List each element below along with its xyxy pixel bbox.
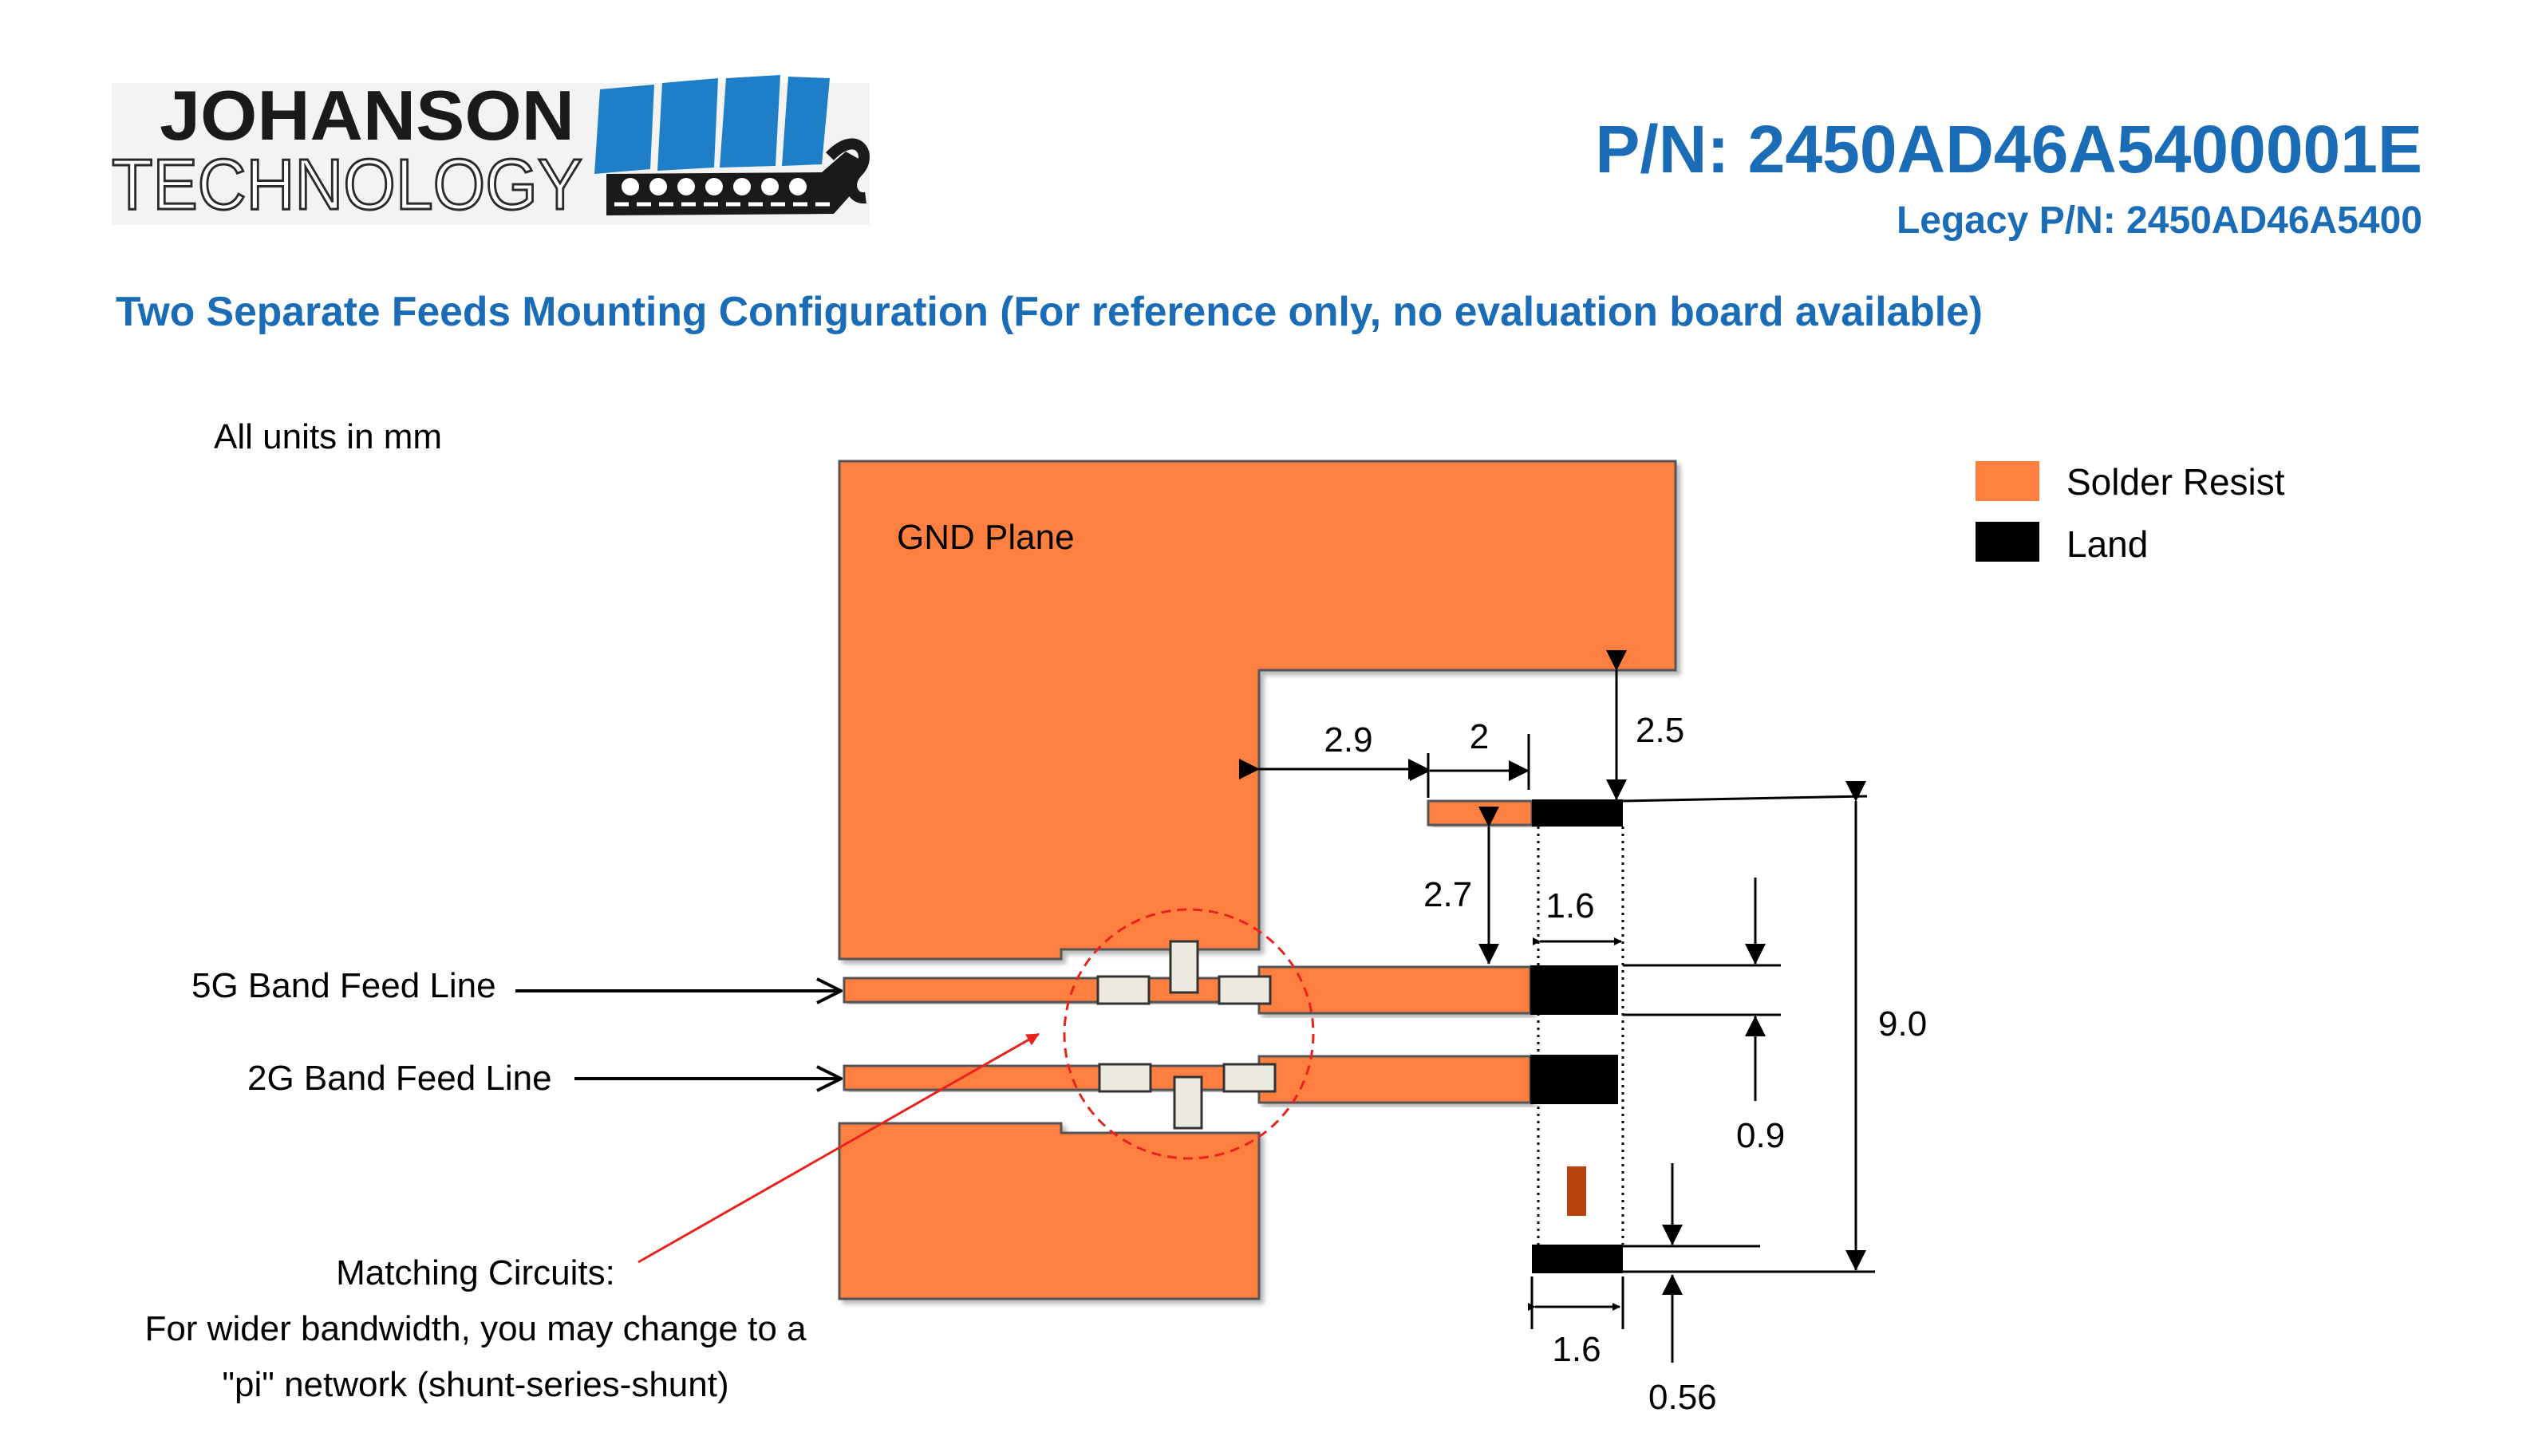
dimension-1-6-bottom-label: 1.6	[1552, 1330, 1601, 1369]
page-title: Two Separate Feeds Mounting Configuratio…	[116, 289, 1983, 335]
logo-line-1: JOHANSON	[160, 76, 574, 155]
dimension-2-label: 2	[1470, 717, 1489, 756]
matching-components-5g	[1096, 940, 1272, 1005]
dimension-0-9-label: 0.9	[1736, 1116, 1785, 1155]
land-5g	[1530, 965, 1618, 1015]
legend: Solder Resist Land	[1976, 461, 2285, 565]
feed-5g-label: 5G Band Feed Line	[191, 966, 496, 1005]
dimension-1-6-top: 1.6	[1533, 886, 1622, 945]
dimension-1-6-bottom: 1.6	[1528, 1276, 1624, 1369]
gnd-plane-lower	[838, 1122, 1261, 1300]
component-5g-series-left	[1096, 975, 1151, 1005]
top-strip-solder-resist	[1427, 799, 1534, 827]
feed-line-5g-right	[1257, 965, 1532, 1015]
feed-line-2g-right	[1257, 1055, 1532, 1104]
feed-2g-label: 2G Band Feed Line	[247, 1059, 552, 1098]
component-5g-series-right	[1218, 975, 1272, 1005]
matching-circuit-circle	[1063, 908, 1315, 1160]
gnd-plane-label: GND Plane	[897, 518, 1075, 557]
legacy-part-number: Legacy P/N: 2450AD46A5400	[1897, 199, 2422, 242]
dimension-9-0: 9.0	[1622, 781, 1927, 1273]
units-note: All units in mm	[214, 417, 442, 456]
dimension-0-56-label: 0.56	[1648, 1378, 1717, 1417]
viking-ship-icon	[594, 75, 870, 215]
dimension-2-7-label: 2.7	[1423, 875, 1472, 914]
legend-swatch-land	[1976, 522, 2039, 562]
matching-note-line-3: "pi" network (shunt-series-shunt)	[222, 1365, 728, 1404]
gnd-plane-upper	[838, 460, 1677, 961]
legend-label-land: Land	[2066, 523, 2148, 565]
component-5g-shunt	[1169, 940, 1199, 994]
legend-swatch-solder-resist	[1976, 461, 2039, 501]
dimension-1-6-top-label: 1.6	[1545, 886, 1594, 925]
dimension-2-9: 2.9	[1239, 720, 1430, 798]
part-number: P/N: 2450AD46A5400001E	[1595, 112, 2422, 187]
matching-note-line-1: Matching Circuits:	[336, 1253, 615, 1292]
dimension-2-7: 2.7	[1423, 807, 1499, 965]
matching-pointer-arrow	[637, 1032, 1040, 1264]
logo-line-2: TECHNOLOGY	[112, 145, 582, 225]
land-2g	[1530, 1055, 1618, 1104]
component-2g-series-left	[1098, 1063, 1152, 1093]
matching-components-2g	[1098, 1063, 1277, 1130]
dimension-2: 2	[1410, 717, 1530, 790]
dimension-2-5-label: 2.5	[1636, 711, 1684, 750]
matching-note-line-2: For wider bandwidth, you may change to a	[144, 1309, 807, 1348]
dimension-2-9-label: 2.9	[1324, 720, 1372, 760]
dimension-9-0-label: 9.0	[1878, 1004, 1927, 1044]
component-2g-series-right	[1222, 1063, 1277, 1093]
johanson-logo: JOHANSON TECHNOLOGY	[111, 75, 870, 227]
component-2g-shunt	[1173, 1075, 1203, 1130]
dimension-0-9: 0.9	[1623, 878, 1785, 1155]
dimension-0-56: 0.56	[1623, 1163, 1760, 1417]
small-pad	[1567, 1166, 1586, 1216]
land-top	[1532, 799, 1623, 827]
dimension-2-5: 2.5	[1606, 650, 1684, 800]
land-bottom	[1532, 1245, 1623, 1273]
legend-label-solder-resist: Solder Resist	[2066, 461, 2285, 503]
